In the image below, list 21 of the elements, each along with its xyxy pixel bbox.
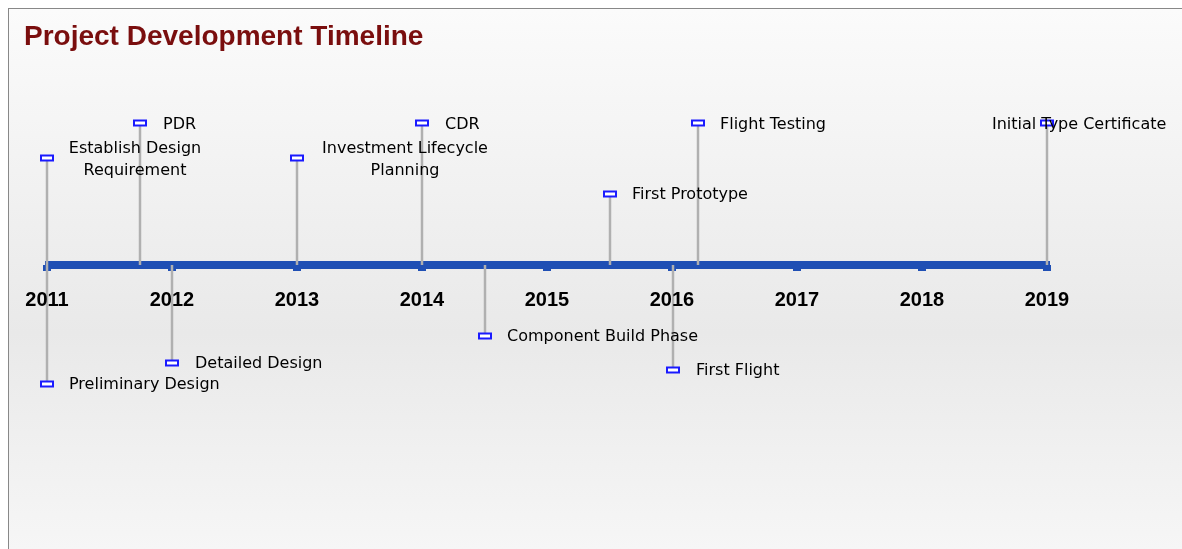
year-label: 2013 — [273, 288, 321, 311]
year-label: 2011 — [24, 288, 70, 311]
milestone-label: Flight Testing — [720, 113, 826, 135]
milestone-label: First Flight — [696, 359, 780, 381]
year-label: 2017 — [773, 288, 821, 311]
milestone-label: Establish Design Requirement — [67, 137, 203, 181]
year-label: 2018 — [898, 288, 946, 311]
milestone-label: PDR — [163, 113, 197, 135]
title: Project Development Timeline — [24, 20, 424, 52]
milestone-label: First Prototype — [632, 183, 748, 205]
milestone-label: CDR — [445, 113, 480, 135]
milestone-label: Initial Type Certificate — [992, 113, 1167, 135]
milestone-label: Component Build Phase — [507, 325, 698, 347]
year-label: 2015 — [523, 288, 571, 311]
milestone-label: Preliminary Design — [69, 373, 220, 395]
milestone-label: Detailed Design — [195, 352, 323, 374]
year-label: 2016 — [648, 288, 696, 311]
year-label: 2019 — [1023, 288, 1071, 311]
year-label: 2014 — [398, 288, 446, 311]
milestone-label: Investment Lifecycle Planning — [321, 137, 489, 181]
year-label: 2012 — [148, 288, 196, 311]
